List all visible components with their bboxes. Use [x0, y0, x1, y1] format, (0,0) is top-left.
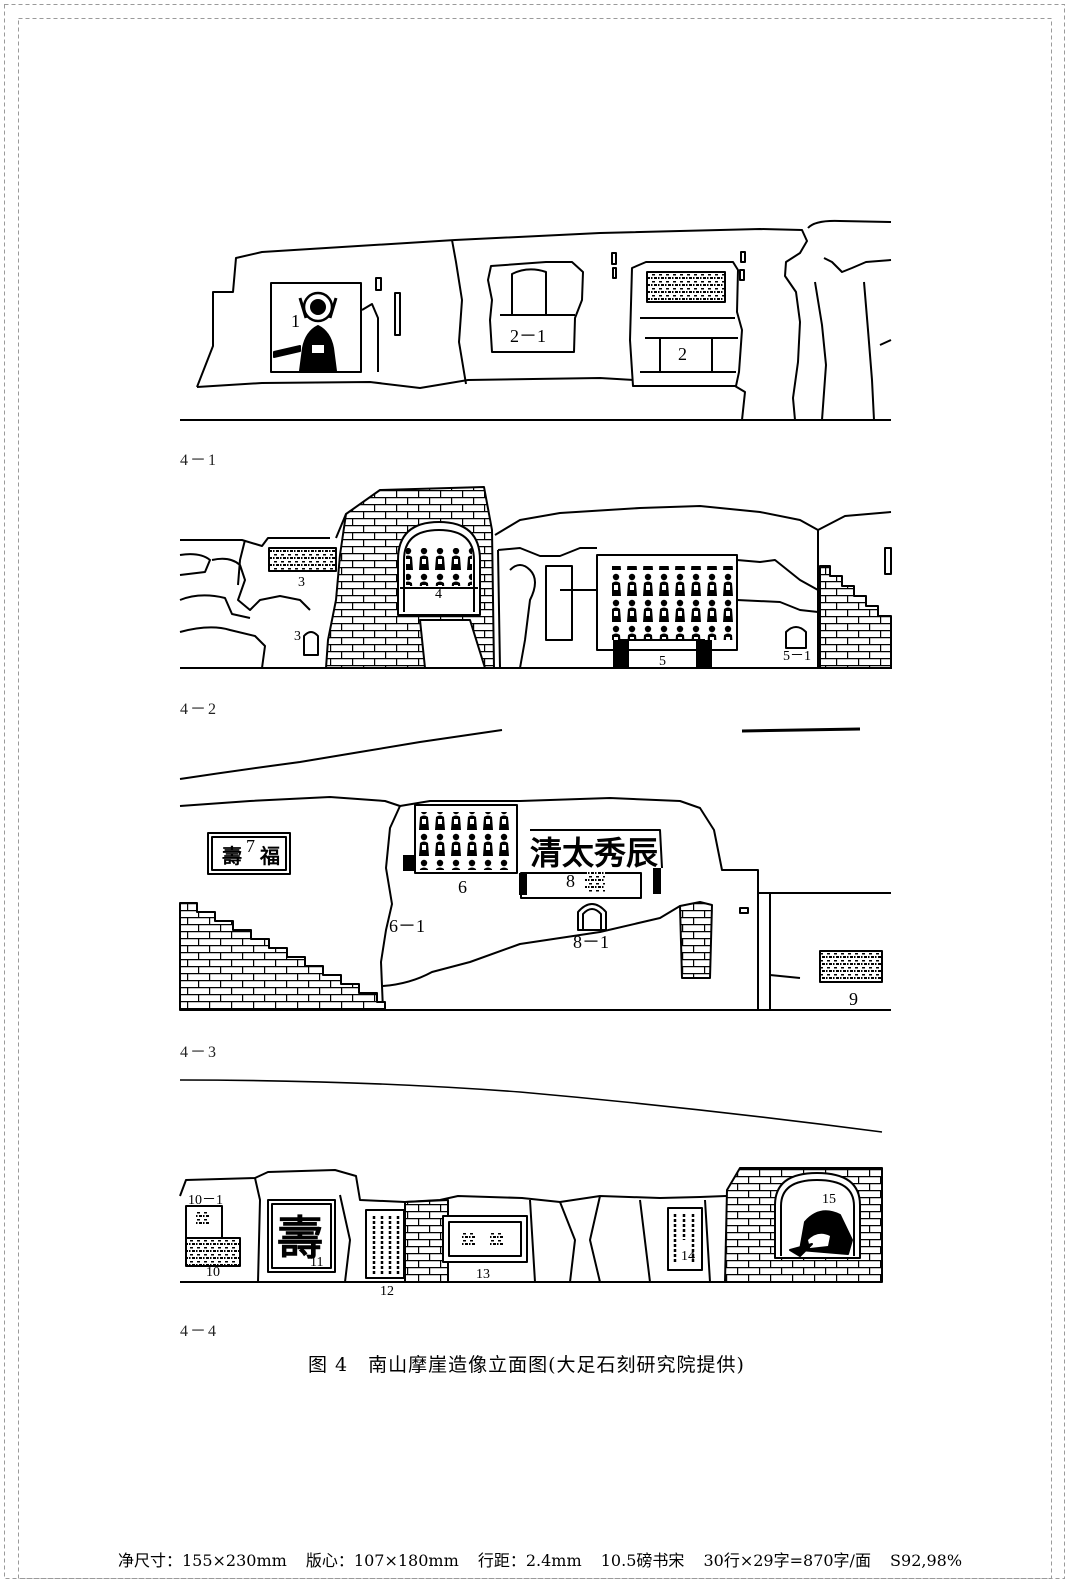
panel-label-4-4: 4－4: [180, 1323, 219, 1340]
spec-type-area: 版心：107×180mm: [305, 1551, 459, 1570]
cliff-base: [196, 377, 746, 421]
niche-label-14: 14: [681, 1249, 695, 1264]
panel-label-4-3: 4－3: [180, 1044, 219, 1061]
niche-5-1: 5－1: [783, 626, 811, 664]
print-specs-footer: 净尺寸：155×230mm 版心：107×180mm 行距：2.4mm 10.5…: [0, 1547, 1080, 1571]
rock-cracks: [254, 1177, 711, 1283]
niche-15: 15: [774, 1172, 861, 1259]
brick-column: [679, 901, 713, 979]
elevation-4-1: 1 2－1 2: [180, 219, 892, 421]
inscription-7-left: 壽: [222, 844, 242, 868]
niche-label-13: 13: [476, 1267, 490, 1282]
brick-block: [404, 1199, 449, 1283]
niche-2: 2: [629, 261, 743, 387]
panel-label-4-1: 4－1: [180, 452, 219, 469]
niche-6: 6: [403, 804, 518, 897]
mid-rock: [497, 547, 597, 669]
plaque-8: 清太秀辰 8: [519, 829, 663, 899]
sky-line: [179, 1079, 883, 1133]
elevation-4-3: 壽 7 福 6 6－1 清太秀辰 8 8－1: [179, 727, 891, 1011]
niche-label-7: 7: [246, 836, 255, 856]
inscription-11: 壽: [277, 1211, 323, 1265]
spec-line-spacing: 行距：2.4mm: [477, 1551, 582, 1570]
cliff-top: [494, 505, 819, 536]
spec-trim-size: 净尺寸：155×230mm: [117, 1551, 287, 1570]
niche-2-1: 2－1: [487, 261, 584, 353]
niche-10: 10－1 10: [185, 1193, 241, 1280]
niche-label-10: 10: [206, 1265, 220, 1280]
niche-8-1: 8－1: [573, 903, 609, 952]
brick-stairs: [819, 565, 892, 669]
niche-label-4: 4: [435, 587, 442, 602]
niche-label-5-1: 5－1: [783, 649, 811, 664]
rock-crack: [451, 239, 467, 385]
panel-label-4-2: 4－2: [180, 701, 219, 718]
niche-label-5: 5: [659, 654, 666, 669]
niche-1: 1: [270, 282, 362, 373]
niche-label-10-1: 10－1: [188, 1193, 223, 1208]
rock-edge: [380, 805, 401, 1011]
niche-label-12: 12: [380, 1284, 394, 1299]
niche-12: 12: [365, 1209, 405, 1299]
niche-label-11: 11: [310, 1255, 323, 1270]
plaque-14: 14: [667, 1207, 703, 1271]
left-rock-lines: [179, 537, 330, 669]
niche-4: 4: [397, 521, 481, 616]
figure-caption: 图 4 南山摩崖造像立面图(大足石刻研究院提供): [308, 1354, 745, 1376]
niche-label-9: 9: [849, 989, 858, 1009]
niche-label-8: 8: [566, 871, 575, 891]
elevation-4-2: 3 3 4 5 5－1: [179, 486, 892, 669]
right-cliff: [817, 511, 892, 668]
spec-font: 10.5磅书宋: [600, 1551, 685, 1570]
cliff-outline: [196, 228, 808, 421]
sky-line: [179, 729, 503, 780]
page-frame: [4, 4, 1065, 1579]
plaque-3: 3: [268, 547, 337, 590]
elevation-4-4: 10－1 10 壽 11 12 13 14: [179, 1079, 883, 1299]
rock-ledge: [382, 905, 681, 987]
niche-label-2-1: 2－1: [510, 326, 546, 346]
niche-label-6-1: 6－1: [389, 916, 425, 936]
plaque-13: 13: [442, 1215, 528, 1282]
brick-stairs: [179, 902, 386, 1011]
plaque-11: 壽 11: [267, 1199, 336, 1273]
inscription-plaque: [646, 271, 726, 303]
cliff-line: [179, 796, 891, 894]
column: [361, 303, 379, 372]
spec-scale: S92,98%: [890, 1551, 963, 1570]
inscription-7-right: 福: [259, 844, 280, 868]
rock-top: [179, 1169, 727, 1203]
niche-label-8-1: 8－1: [573, 932, 609, 952]
niche-3-small: 3: [294, 629, 319, 656]
niche-label-3: 3: [298, 575, 305, 590]
right-rock: [807, 219, 892, 421]
niche-label-3b: 3: [294, 629, 301, 644]
niche-label-1: 1: [291, 311, 300, 331]
niche-label-6: 6: [458, 877, 467, 897]
inscription-8: 清太秀辰: [530, 834, 658, 872]
plaque-7: 壽 7 福: [207, 832, 291, 875]
niche-label-15: 15: [822, 1192, 836, 1207]
spec-grid: 30行×29字=870字/面: [703, 1551, 871, 1570]
niche-5: 5: [596, 554, 738, 669]
plaque-9: 9: [819, 950, 883, 1009]
niche-label-2: 2: [678, 344, 687, 364]
